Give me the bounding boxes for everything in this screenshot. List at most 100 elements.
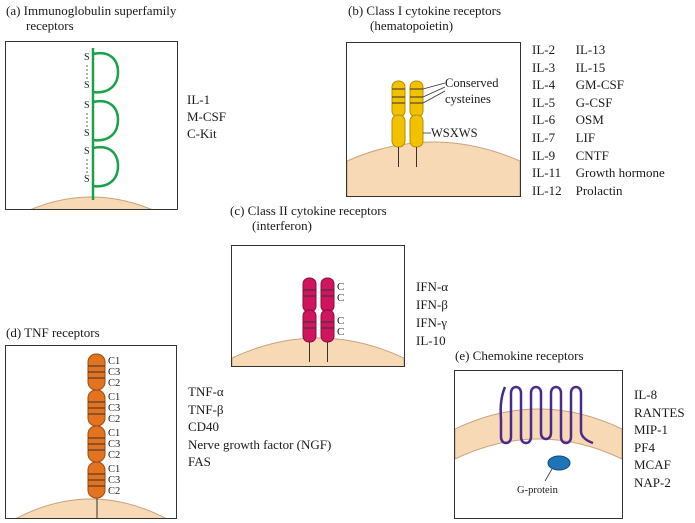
panel-c-ligands: IFN-α IFN-β IFN-γ IL-10 — [416, 278, 448, 350]
class2-chain-right — [320, 277, 335, 362]
ig-domain-loop — [92, 99, 120, 142]
panel-a-title: (a) Immunoglobulin superfamily receptors — [6, 3, 176, 33]
ligand: IL-2 — [532, 42, 556, 57]
ligand: IL-6 — [532, 112, 556, 128]
ligand: PF4 — [634, 439, 655, 455]
panel-c-title: (c) Class II cytokine receptors (interfe… — [230, 203, 387, 233]
ligand: GM-CSF — [575, 77, 625, 93]
c-label: C — [337, 315, 344, 327]
disulfide-labels: SS SS SS — [84, 52, 90, 185]
ligand: IL-13 — [575, 42, 606, 57]
ss-label: S — [84, 174, 90, 185]
annotation-line2: cysteines — [445, 92, 491, 106]
tnf-domain-label: C1 — [108, 464, 120, 475]
panel-d-ligands: TNF-α TNF-β CD40 Nerve growth factor (NG… — [188, 383, 331, 471]
ligand: IL-3 — [532, 59, 556, 75]
ss-label: S — [84, 100, 90, 111]
panel-b-title-line1: (b) Class I cytokine receptors — [348, 3, 502, 18]
tnf-domain-label: C3 — [108, 367, 120, 378]
ligand: IFN-α — [416, 279, 449, 294]
ligand: MIP-1 — [634, 422, 668, 438]
ligand: RANTES — [634, 404, 685, 420]
wsxws-motif-label: WSXWS — [431, 126, 478, 140]
ligand: IL-11 — [532, 165, 562, 181]
ligand: IL-15 — [575, 59, 606, 75]
g-protein-pointer — [544, 468, 553, 482]
chemokine-receptor-diagram: G-protein — [455, 385, 622, 496]
c-label: C — [337, 281, 344, 293]
ig-domain-loop — [92, 145, 120, 188]
panel-c-title-line2: (interferon) — [252, 218, 312, 233]
ligand: C-Kit — [187, 126, 217, 141]
tnf-domain-label: C3 — [108, 475, 120, 486]
ss-label: S — [84, 80, 90, 91]
panel-a-title-line1: (a) Immunoglobulin superfamily — [6, 3, 177, 18]
ligand: IFN-β — [416, 297, 448, 312]
cysteine-pointers — [422, 82, 446, 104]
c-label: C — [337, 292, 344, 304]
panel-a-ligands: IL-1 M-CSF C-Kit — [187, 91, 226, 142]
panel-b-title-line2: (hematopoietin) — [370, 18, 454, 33]
ligand: IL-4 — [532, 77, 556, 93]
g-protein-label: G-protein — [517, 485, 559, 496]
ig-receptor-diagram: SS SS SS — [30, 48, 152, 209]
tnf-domains — [87, 353, 106, 499]
tnf-domain-label: C3 — [108, 439, 120, 450]
ligand: Prolactin — [575, 182, 623, 198]
class1-receptor-diagram: Conserved cysteines WSXWS — [347, 76, 520, 196]
tnf-domain-label: C1 — [108, 356, 120, 367]
annotation-line1: Conserved — [445, 76, 499, 90]
panel-e-title: (e) Chemokine receptors — [455, 348, 584, 363]
cell-membrane — [455, 408, 622, 460]
tnf-domain-label: C1 — [108, 392, 120, 403]
ligand: CD40 — [188, 419, 220, 435]
class2-receptor-diagram: C C C C — [232, 277, 404, 366]
ligand: LIF — [575, 129, 596, 145]
tnf-domain-label: C2 — [108, 450, 120, 461]
ligand: G-CSF — [575, 94, 613, 110]
ligand: IL-7 — [532, 129, 556, 145]
cell-membrane — [347, 141, 520, 196]
panel-e-title-text: (e) Chemokine receptors — [455, 348, 584, 363]
panel-e-ligands: IL-8 RANTES MIP-1 PF4 MCAF NAP-2 — [634, 386, 685, 492]
ligand: TNF-α — [188, 384, 224, 399]
ligand: IFN-γ — [416, 315, 448, 330]
cysteine-c-labels: C C C C — [337, 281, 344, 338]
conserved-cysteines-label: Conserved cysteines — [445, 76, 502, 106]
panel-d-title-text: (d) TNF receptors — [6, 325, 100, 340]
ig-domain-loop — [92, 51, 120, 94]
cell-membrane — [15, 498, 167, 518]
tnf-domain-label: C2 — [108, 486, 120, 497]
tnf-domain-label: C1 — [108, 428, 120, 439]
ligand: IL-5 — [532, 94, 556, 110]
ligand: NAP-2 — [634, 474, 671, 490]
g-protein-shape — [547, 455, 571, 471]
ligand-column-1: IL-2 IL-3 IL-4 IL-5 IL-6 IL-7 IL-9 IL-11… — [532, 41, 562, 199]
ligand: Growth hormone — [575, 165, 665, 181]
class1-chain-left — [391, 80, 406, 167]
ligand: Nerve growth factor (NGF) — [188, 436, 332, 452]
panel-e-box: G-protein — [454, 370, 623, 519]
seven-transmembrane-chain — [499, 385, 594, 445]
panel-a-title-line2: receptors — [26, 18, 74, 33]
ligand-column-2: IL-13 IL-15 GM-CSF G-CSF OSM LIF CNTF Gr… — [576, 41, 665, 199]
ligand: MCAF — [634, 457, 671, 473]
ligand: OSM — [575, 112, 604, 128]
panel-d-title: (d) TNF receptors — [6, 325, 100, 340]
panel-b-title: (b) Class I cytokine receptors (hematopo… — [348, 3, 501, 33]
ligand: TNF-β — [188, 401, 224, 417]
panel-c-box: C C C C — [231, 245, 405, 367]
ligand: IL-8 — [634, 387, 658, 402]
c-label: C — [337, 326, 344, 338]
tnf-domain-label: C3 — [108, 403, 120, 414]
ss-label: S — [84, 128, 90, 139]
ligand: IL-12 — [532, 182, 562, 198]
ligand: IL-9 — [532, 147, 556, 163]
ligand: IL-1 — [187, 92, 211, 107]
tnf-domain-label: C2 — [108, 414, 120, 425]
ligand: IL-10 — [416, 333, 446, 348]
